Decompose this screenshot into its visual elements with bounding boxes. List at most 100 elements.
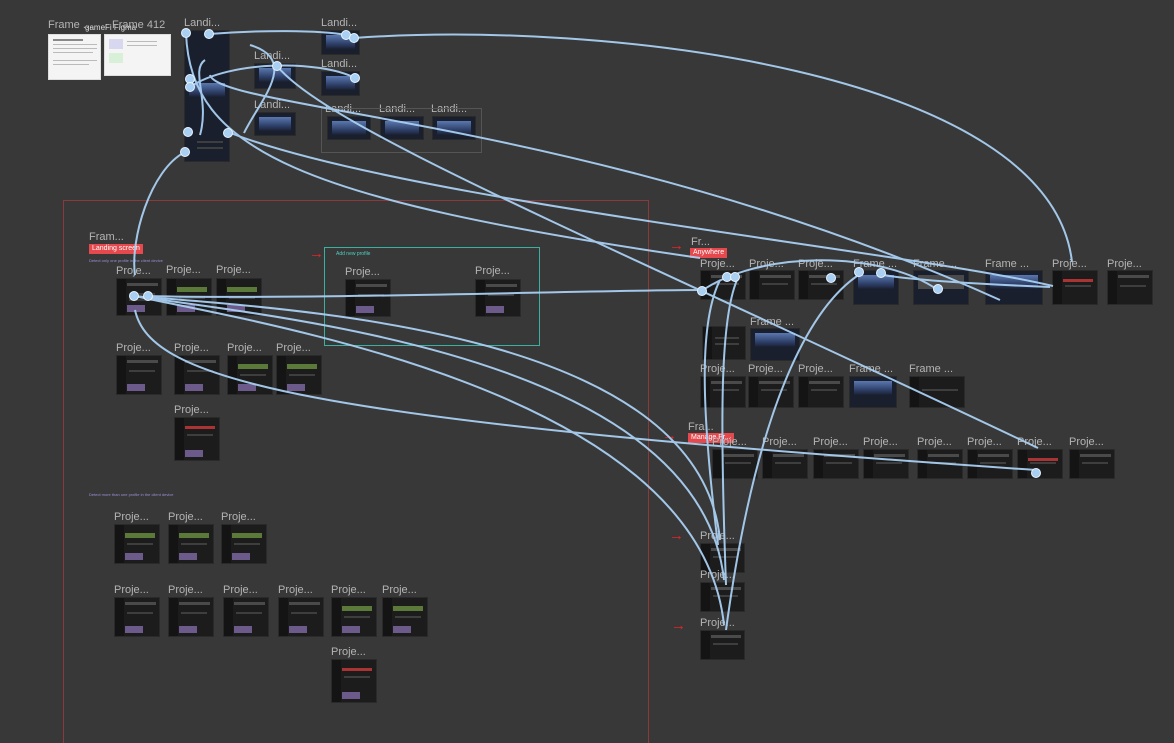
project-frame[interactable] <box>749 270 795 300</box>
frame-label[interactable]: Frame ... <box>853 258 898 270</box>
project-frame[interactable] <box>331 597 377 637</box>
project-label[interactable]: Proje... <box>813 436 848 448</box>
project-label[interactable]: Proje... <box>475 265 510 277</box>
project-frame[interactable] <box>748 376 794 408</box>
landing-label-4[interactable]: Landi... <box>321 58 358 70</box>
project-label[interactable]: Proje... <box>116 265 151 277</box>
manage-section-label[interactable]: Fra... <box>688 421 714 433</box>
frame-label[interactable]: Frame ... <box>913 258 958 270</box>
doc-frame-thumbnail[interactable] <box>48 34 101 80</box>
project-label[interactable]: Proje... <box>166 264 201 276</box>
landing-frame-d[interactable] <box>254 112 296 136</box>
project-label[interactable]: Proje... <box>221 511 256 523</box>
project-frame[interactable] <box>174 417 220 461</box>
project-frame[interactable] <box>863 449 909 479</box>
project-frame[interactable] <box>168 597 214 637</box>
project-label[interactable]: Proje... <box>216 264 251 276</box>
project-frame[interactable] <box>700 582 745 612</box>
frame-thumbnail[interactable] <box>849 376 897 408</box>
project-label[interactable]: Proje... <box>278 584 313 596</box>
project-frame[interactable] <box>712 449 758 479</box>
project-label[interactable]: Proje... <box>1069 436 1104 448</box>
landing-label-1[interactable]: Landi... <box>184 17 221 29</box>
project-label[interactable]: Proje... <box>168 584 203 596</box>
frame-label[interactable]: Frame ... <box>985 258 1030 270</box>
project-frame[interactable] <box>116 355 162 395</box>
gamefi-label[interactable]: gameFi Figma <box>85 23 137 32</box>
project-frame[interactable] <box>166 278 212 316</box>
frame-thumbnail[interactable] <box>913 270 969 305</box>
project-label[interactable]: Proje... <box>382 584 417 596</box>
project-label[interactable]: Proje... <box>749 258 784 270</box>
project-label[interactable]: Proje... <box>748 363 783 375</box>
project-label[interactable]: Proje... <box>227 342 262 354</box>
frame-412-thumbnail[interactable] <box>104 34 171 76</box>
project-label[interactable]: Proje... <box>331 646 366 658</box>
landing-section-label[interactable]: Fram... <box>89 231 124 243</box>
project-label[interactable]: Proje... <box>917 436 952 448</box>
project-label[interactable]: Proje... <box>114 511 149 523</box>
project-frame[interactable] <box>700 270 746 300</box>
project-label[interactable]: Proje... <box>1017 436 1052 448</box>
project-frame[interactable] <box>114 597 160 637</box>
project-label[interactable]: Proje... <box>331 584 366 596</box>
landing-frame-c[interactable] <box>321 71 360 96</box>
frame-label[interactable]: Frame ... <box>48 19 93 31</box>
project-frame[interactable] <box>223 597 269 637</box>
project-label[interactable]: Proje... <box>712 436 747 448</box>
project-label[interactable]: Proje... <box>174 404 209 416</box>
project-label[interactable]: Proje... <box>700 258 735 270</box>
landing-label-2[interactable]: Landi... <box>321 17 358 29</box>
project-frame[interactable] <box>1069 449 1115 479</box>
landing-frame-e[interactable] <box>327 116 371 140</box>
project-label[interactable]: Proje... <box>762 436 797 448</box>
project-label[interactable]: Proje... <box>1052 258 1087 270</box>
project-frame[interactable] <box>475 279 521 317</box>
project-frame[interactable] <box>1107 270 1153 305</box>
project-label[interactable]: Proje... <box>345 266 380 278</box>
project-label[interactable]: Proje... <box>114 584 149 596</box>
project-frame[interactable] <box>917 449 963 479</box>
frame-label[interactable]: Frame ... <box>849 363 894 375</box>
project-frame[interactable] <box>702 326 746 360</box>
landing-label-5[interactable]: Landi... <box>254 99 291 111</box>
project-frame[interactable] <box>114 524 160 564</box>
project-frame[interactable] <box>798 270 844 300</box>
project-frame[interactable] <box>174 355 220 395</box>
frame-label[interactable]: Frame ... <box>750 316 795 328</box>
frame-thumbnail[interactable] <box>853 270 899 305</box>
project-frame[interactable] <box>168 524 214 564</box>
landing-frame-f[interactable] <box>380 116 424 140</box>
project-frame[interactable] <box>331 659 377 703</box>
project-label[interactable]: Proje... <box>116 342 151 354</box>
project-frame[interactable] <box>216 278 262 316</box>
frame-thumbnail[interactable] <box>909 376 965 408</box>
project-frame[interactable] <box>798 376 844 408</box>
landing-frame-b[interactable] <box>254 63 296 89</box>
project-frame[interactable] <box>700 630 745 660</box>
project-label[interactable]: Proje... <box>276 342 311 354</box>
project-label[interactable]: Proje... <box>1107 258 1142 270</box>
frame-label[interactable]: Frame ... <box>909 363 954 375</box>
landing-frame-a[interactable] <box>321 30 360 55</box>
project-label[interactable]: Proje... <box>798 258 833 270</box>
project-label[interactable]: Proje... <box>700 617 735 629</box>
frame-thumbnail[interactable] <box>750 328 800 361</box>
anywhere-section-label[interactable]: Fr... <box>691 236 710 248</box>
project-frame[interactable] <box>345 279 391 317</box>
project-frame[interactable] <box>700 376 746 408</box>
frame-thumbnail[interactable] <box>985 270 1043 305</box>
project-label[interactable]: Proje... <box>174 342 209 354</box>
landing-frame-tall[interactable] <box>184 30 230 162</box>
project-frame[interactable] <box>1052 270 1098 305</box>
project-frame[interactable] <box>221 524 267 564</box>
landing-frame-g[interactable] <box>432 116 476 140</box>
landing-label-3[interactable]: Landi... <box>254 50 291 62</box>
project-frame[interactable] <box>762 449 808 479</box>
project-label[interactable]: Proje... <box>223 584 258 596</box>
project-label[interactable]: Proje... <box>700 530 735 542</box>
project-frame[interactable] <box>276 355 322 395</box>
project-frame[interactable] <box>813 449 859 479</box>
project-frame[interactable] <box>967 449 1013 479</box>
